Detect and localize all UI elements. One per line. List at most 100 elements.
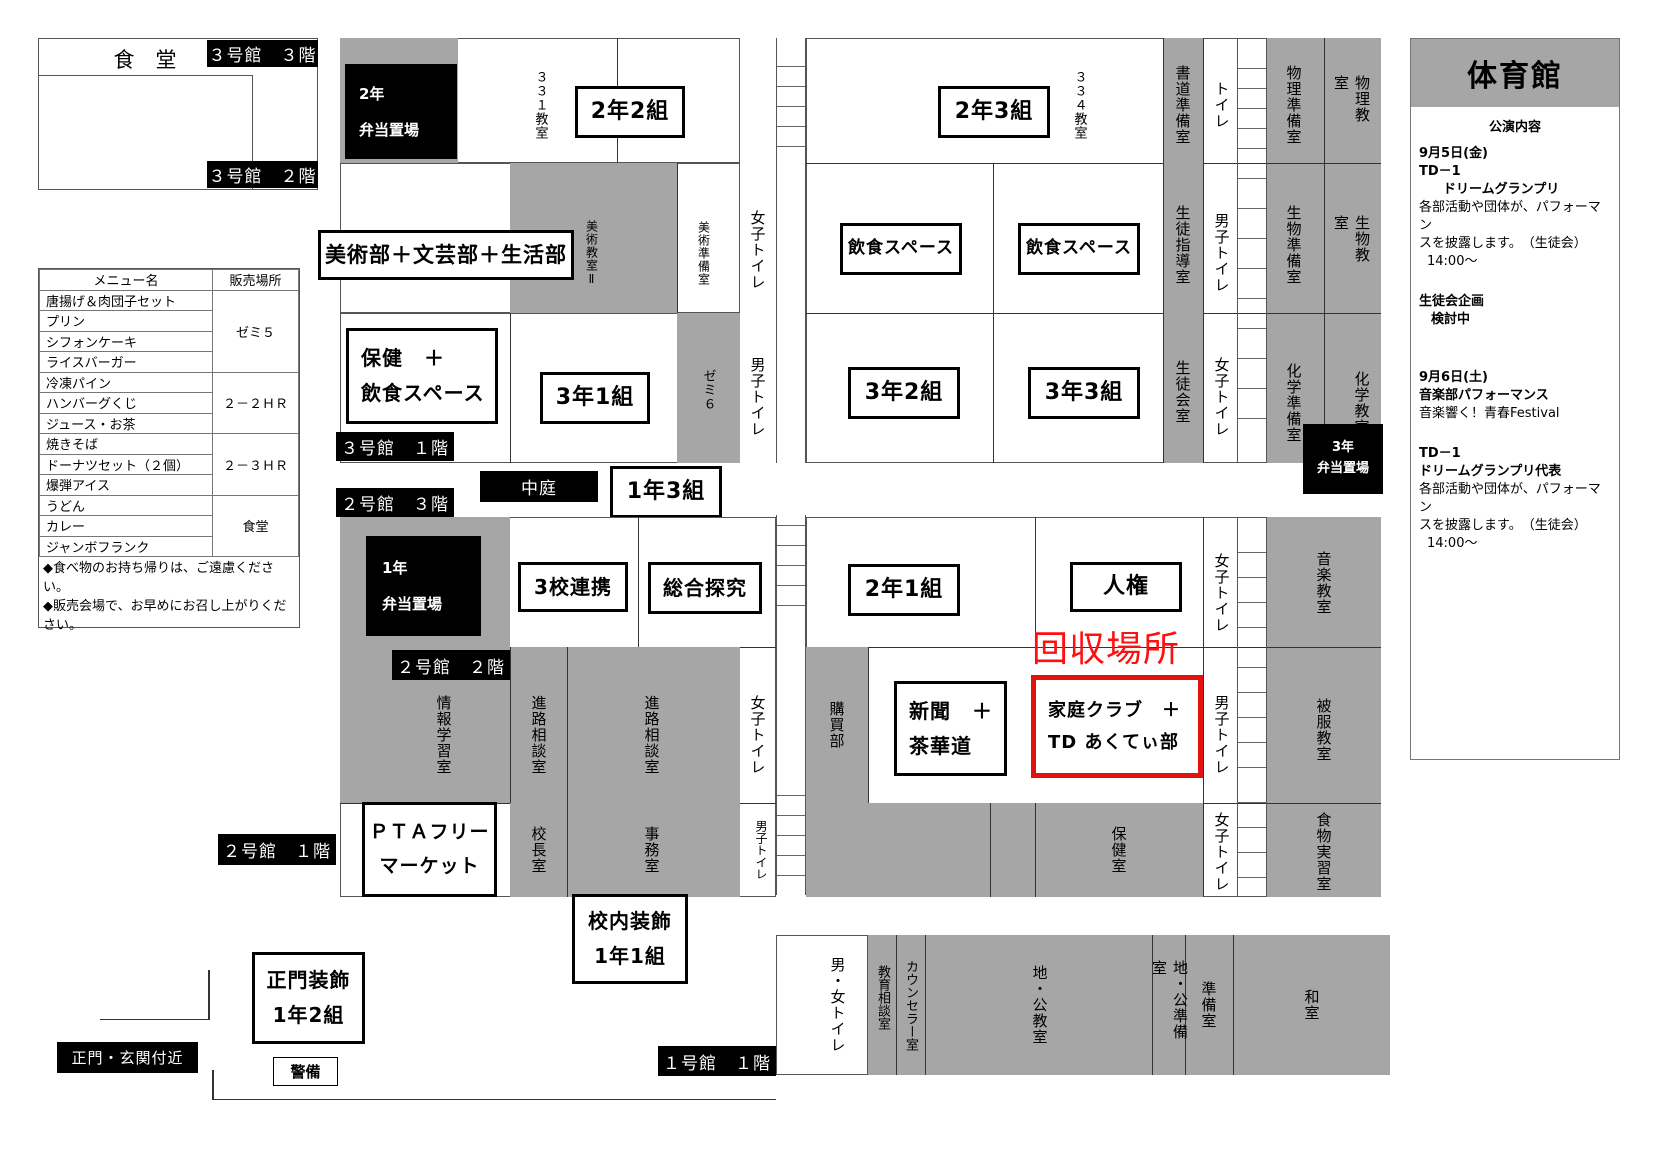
room-info: 情報学習室 bbox=[434, 695, 453, 775]
room-physics: 物理教室 bbox=[1332, 75, 1371, 123]
exhibit-inquiry: 総合探究 bbox=[648, 562, 762, 614]
room-art2: 美術教室Ⅱ bbox=[584, 219, 599, 287]
menu-item: シフォンケーキ bbox=[39, 330, 213, 352]
room-w-toilet-4: 女子トイレ bbox=[748, 695, 767, 775]
exhibit-home-club: 家庭クラブ ＋ TD あくてぃ部 bbox=[1031, 675, 1203, 778]
room-331: ３３１教室 bbox=[532, 70, 548, 140]
exhibit-food-space-2: 飲食スペース bbox=[1018, 223, 1140, 275]
gym-desc1b: スを披露します。 （生徒会） bbox=[1419, 236, 1587, 251]
room-office: 事務室 bbox=[642, 826, 661, 874]
menu-note: ◆販売会場で、お早めにお召し上がりください。 bbox=[43, 599, 287, 633]
menu-panel: メニュー名 販売場所 唐揚げ＆肉団子セット ゼミ５ プリン シフォンケーキ ライ… bbox=[38, 268, 300, 633]
exhibit-3-1: 3年1組 bbox=[540, 372, 650, 424]
gym-brass: 音楽部パフォーマンス bbox=[1419, 388, 1549, 403]
menu-place: ２－３ＨＲ bbox=[212, 433, 299, 496]
building-label-3-2: ３号館 ２階 bbox=[207, 161, 318, 188]
room-geo: 地・公教室 bbox=[1030, 965, 1049, 1045]
room-career: 進路相談室 bbox=[642, 695, 661, 775]
room-store: 購買部 bbox=[827, 701, 846, 749]
room-physics-prep: 物理準備室 bbox=[1284, 65, 1303, 145]
bento-1st-year: 1年 弁当置場 bbox=[366, 536, 481, 636]
gym-dream: ドリームグランプリ bbox=[1443, 182, 1560, 197]
room-334: ３３４教室 bbox=[1071, 70, 1087, 140]
exhibit-3-2: 3年2組 bbox=[848, 367, 960, 419]
zemi6-room bbox=[677, 313, 740, 463]
gym-panel: 体育館 公演内容 9月5日(金) TD－1 ドリームグランプリ 各部活動や団体が… bbox=[1410, 38, 1620, 760]
room-bio-prep: 生物準備室 bbox=[1284, 205, 1303, 285]
exhibit-food-space-1: 飲食スペース bbox=[840, 223, 962, 275]
room-w-toilet-5: 女子トイレ bbox=[1212, 812, 1231, 892]
guard-box: 警備 bbox=[273, 1057, 338, 1086]
room-sewing: 被服教室 bbox=[1314, 698, 1333, 762]
menu-place: 食堂 bbox=[212, 494, 299, 557]
bento-3rd-year: 3年 弁当置場 bbox=[1303, 424, 1383, 494]
exhibit-art-club: 美術部＋文芸部＋生活部 bbox=[318, 230, 574, 280]
room-chem-prep: 化学準備室 bbox=[1284, 362, 1303, 443]
room-art-prep: 美術準備室 bbox=[696, 220, 711, 286]
exhibit-decor: 校内装飾 1年1組 bbox=[572, 894, 688, 984]
menu-item: 爆弾アイス bbox=[39, 474, 213, 496]
menu-header-place: 販売場所 bbox=[212, 269, 299, 291]
room-calligraphy: 書道準備室 bbox=[1173, 65, 1192, 145]
room-principal: 校長室 bbox=[529, 826, 548, 874]
room-m-toilet-4: 男子トイレ bbox=[754, 820, 768, 880]
room-w-toilet-3: 女子トイレ bbox=[1212, 553, 1231, 633]
menu-item: うどん bbox=[39, 494, 213, 516]
exhibit-3-schools: 3校連携 bbox=[518, 562, 628, 612]
gym-td2: TD－1 bbox=[1419, 446, 1461, 461]
stairs-east bbox=[1237, 38, 1267, 463]
bento-2-label-a: 2年 bbox=[359, 84, 385, 103]
menu-item: ジャンボフランク bbox=[39, 535, 213, 557]
cafeteria-divider bbox=[38, 75, 253, 76]
room-geo-prep: 地・公準備室 bbox=[1150, 960, 1189, 1040]
bento-1-label-a: 1年 bbox=[382, 559, 408, 577]
room-prep: 準備室 bbox=[1199, 981, 1218, 1029]
exhibit-3-3: 3年3組 bbox=[1028, 367, 1140, 419]
room-w-toilet-2: 女子トイレ bbox=[1212, 357, 1231, 437]
room-zemi6: ゼミ６ bbox=[700, 369, 716, 411]
bento-2nd-year: 2年 弁当置場 bbox=[345, 64, 457, 159]
room-m-toilet-3: 男子トイレ bbox=[1212, 695, 1231, 775]
gym-dream2: ドリームグランプリ代表 bbox=[1419, 464, 1562, 479]
calligraphy-room bbox=[1163, 38, 1203, 463]
building-label-2-2: ２号館 ２階 bbox=[392, 650, 510, 680]
gym-td1: TD－1 bbox=[1419, 164, 1461, 179]
gym-council-status: 検討中 bbox=[1431, 312, 1471, 327]
main-gate-label: 正門・玄関付近 bbox=[57, 1042, 198, 1073]
gym-day2: 9月6日(土) bbox=[1419, 370, 1488, 385]
room-japanese: 和室 bbox=[1302, 989, 1321, 1021]
menu-note: ◆食べ物のお持ち帰りは、ご遠慮ください。 bbox=[43, 561, 274, 595]
menu-header-name: メニュー名 bbox=[39, 269, 213, 291]
menu-item: 焼きそば bbox=[39, 433, 213, 455]
bento-2-label-b: 弁当置場 bbox=[359, 120, 420, 139]
building-label-3-3: ３号館 ３階 bbox=[207, 40, 318, 67]
menu-item: 唐揚げ＆肉団子セット bbox=[39, 289, 213, 311]
menu-item: カレー bbox=[39, 515, 213, 537]
cafeteria-divider-v bbox=[252, 75, 253, 190]
stairs-column bbox=[776, 38, 806, 463]
courtyard-label: 中庭 bbox=[480, 471, 598, 502]
gym-desc1a: 各部活動や団体が、パフォーマン bbox=[1419, 200, 1601, 233]
room-bio: 生物教室 bbox=[1332, 215, 1371, 263]
room-chem: 化学教室 bbox=[1352, 370, 1371, 435]
room-m-toilet-1: 男子トイレ bbox=[1212, 213, 1231, 293]
stairs-column-2 bbox=[776, 515, 806, 895]
room-music: 音楽教室 bbox=[1314, 550, 1333, 615]
stairs-east-2 bbox=[1237, 517, 1267, 897]
gym-subtitle: 公演内容 bbox=[1488, 120, 1541, 135]
menu-item: プリン bbox=[39, 310, 213, 332]
building-label-2-1: ２号館 １階 bbox=[218, 834, 336, 865]
bento-3-label-a: 3年 bbox=[1331, 440, 1355, 456]
exhibit-pta: ＰＴＡフリー マーケット bbox=[362, 802, 497, 897]
mf-toilet-cell bbox=[776, 935, 868, 1075]
menu-table: メニュー名 販売場所 唐揚げ＆肉団子セット ゼミ５ プリン シフォンケーキ ライ… bbox=[39, 269, 299, 557]
exhibit-rights: 人権 bbox=[1070, 562, 1182, 612]
menu-place: ２－２ＨＲ bbox=[212, 371, 299, 434]
room-food-lab: 食物実習室 bbox=[1314, 812, 1333, 892]
building-label-3-1: ３号館 １階 bbox=[336, 432, 454, 461]
collection-point-label: 回収場所 bbox=[1032, 629, 1181, 670]
exhibit-2-1: 2年1組 bbox=[848, 564, 960, 616]
menu-place: ゼミ５ bbox=[212, 289, 299, 373]
gym-time2: 14:00～ bbox=[1427, 536, 1478, 551]
gym-time1: 14:00～ bbox=[1427, 254, 1478, 269]
